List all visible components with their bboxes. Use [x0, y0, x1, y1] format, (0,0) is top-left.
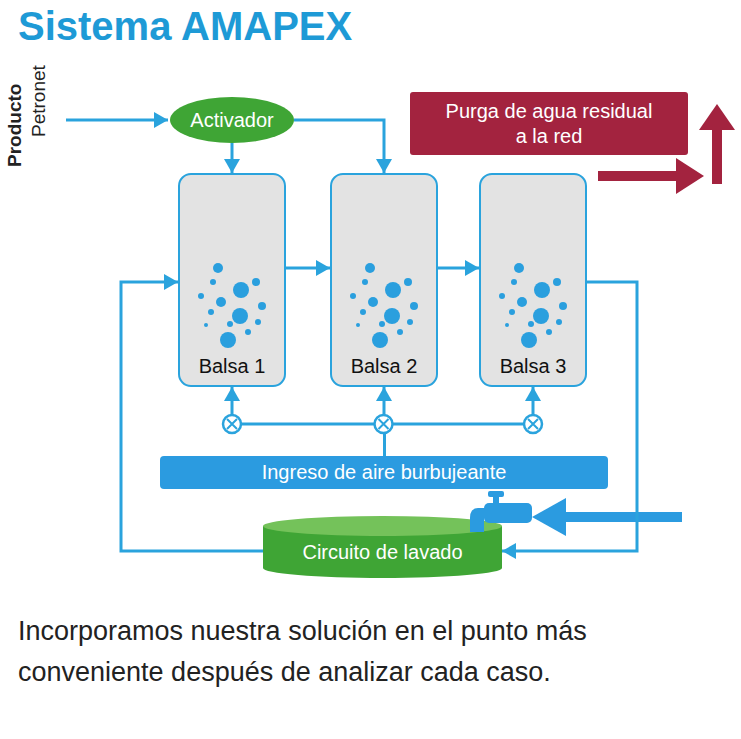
discharge-box: Purga de agua residual a la red: [410, 92, 688, 155]
tank-box: Balsa 1: [178, 173, 286, 387]
activator-ellipse: Activador: [170, 97, 294, 143]
node-text: Balsa 2: [351, 354, 418, 379]
node-text: Ingreso de aire burbujeante: [262, 460, 507, 485]
caption: Incorporamos nuestra solución en el punt…: [18, 611, 730, 693]
air-valves: [223, 415, 542, 433]
node-text: Activador: [190, 108, 273, 133]
wash-cylinder: Circuito de lavado: [263, 516, 502, 578]
flow-line: [438, 267, 479, 270]
input-label: Producto: [4, 84, 26, 167]
node-text: Balsa 1: [199, 354, 266, 379]
flow-line: [231, 143, 234, 173]
flow-line: [385, 387, 534, 456]
water-supply-arrow: [532, 498, 682, 536]
tank-box: Balsa 2: [330, 173, 438, 387]
flow-line: [232, 387, 385, 456]
input-label: Petronet: [28, 65, 50, 137]
node-text: Purga de agua residual a la red: [440, 99, 658, 149]
air-bubbles: [198, 263, 567, 348]
air-inlet-bar: Ingreso de aire burbujeante: [160, 456, 608, 489]
faucet: [470, 491, 532, 532]
node-text: Circuito de lavado: [302, 530, 462, 565]
flow-line: [286, 267, 330, 270]
tank-box: Balsa 3: [479, 173, 587, 387]
diagram-title: Sistema AMAPEX: [18, 4, 352, 49]
input-arrow: [66, 119, 168, 122]
node-text: Balsa 3: [500, 354, 567, 379]
flow-line: [294, 120, 384, 173]
